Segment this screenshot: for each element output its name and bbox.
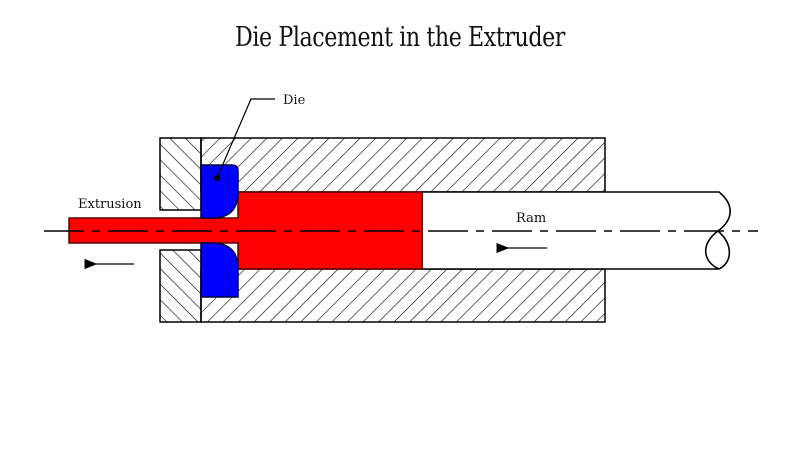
die-holder-top [159,137,202,211]
die-leader-line [216,98,275,179]
container-wall-bottom [200,268,606,323]
die-bottom [200,242,239,298]
extrusion-label: Extrusion [78,197,142,212]
container-wall-top [200,137,606,193]
diagram-title: Die Placement in the Extruder [235,22,565,53]
die-label: Die [283,93,306,108]
die-top [200,164,239,219]
ram-break-symbol [717,230,731,270]
ram-label: Ram [516,211,546,226]
die-holder-bottom [159,249,202,323]
